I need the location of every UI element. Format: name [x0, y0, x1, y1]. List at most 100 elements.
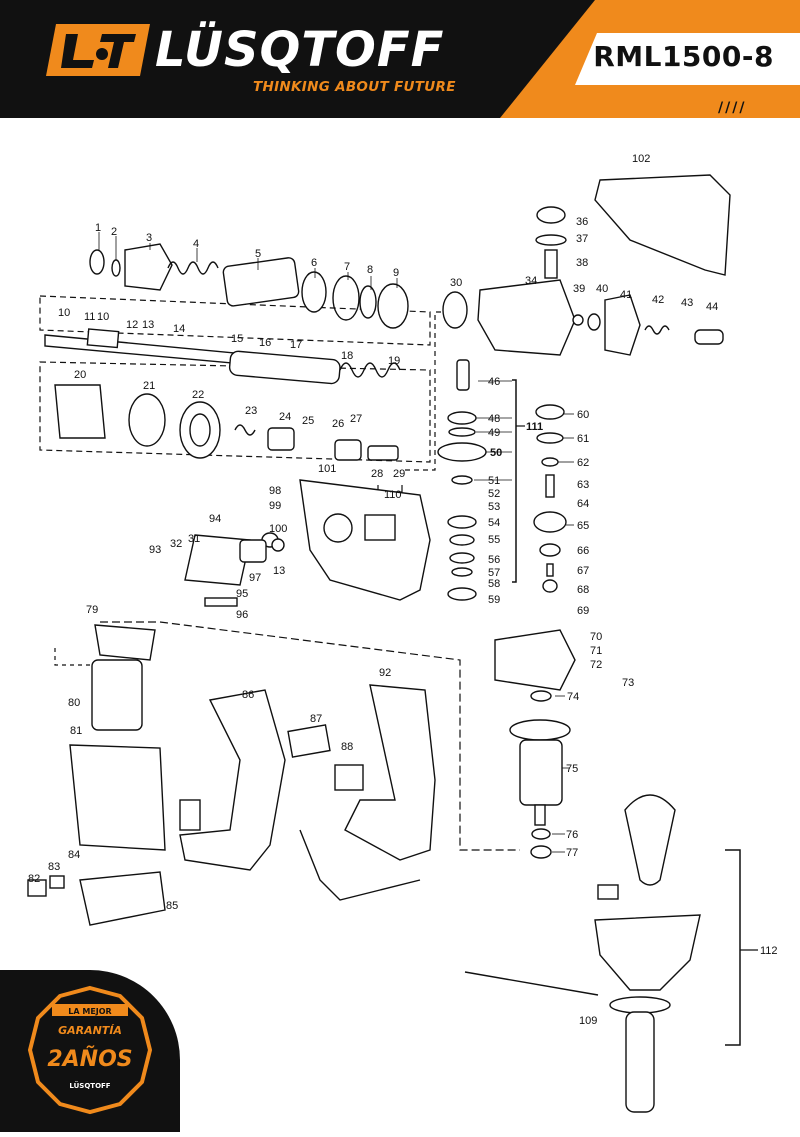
part-label: 43: [681, 297, 693, 309]
part-72-shape: [494, 629, 576, 691]
part-label: 77: [566, 847, 578, 859]
part-label: 88: [341, 741, 353, 753]
part-label: 53: [488, 501, 500, 513]
part-label: 97: [249, 572, 261, 584]
housing-parts: [27, 479, 436, 926]
part-label: 32: [170, 538, 182, 550]
part-label: 46: [488, 376, 500, 388]
part-label: 112: [760, 945, 778, 957]
part-86-shape: [179, 689, 286, 871]
part-label: 48: [488, 413, 500, 425]
part-label: 4: [193, 238, 199, 250]
part-label: 80: [68, 697, 80, 709]
spindle-parts: [44, 243, 409, 461]
model-box: [575, 33, 800, 85]
part-label: 24: [279, 411, 291, 423]
part-label: 55: [488, 534, 500, 546]
part-label: 5: [255, 248, 261, 260]
model-number: RML1500-8: [593, 40, 774, 73]
part-label: 26: [332, 418, 344, 430]
warranty-badge-panel: LA MEJOR GARANTÍA 2AÑOS LÜSQTOFF: [0, 970, 180, 1132]
part-label: 50: [490, 447, 502, 459]
part-label: 62: [577, 457, 589, 469]
part-label: 79: [86, 604, 98, 616]
part-20-shape: [54, 384, 106, 439]
part-label: 6: [311, 257, 317, 269]
part-label: 51: [488, 475, 500, 487]
part-label: 99: [269, 500, 281, 512]
part-112-shape: [594, 914, 701, 991]
part-label: 27: [350, 413, 362, 425]
header-stripes: ////: [718, 100, 747, 116]
part-label: 92: [379, 667, 391, 679]
part-label: 60: [577, 409, 589, 421]
part-label: 31: [188, 533, 200, 545]
part-label: 54: [488, 517, 500, 529]
part-label: 102: [632, 153, 650, 165]
part-label: 12: [126, 319, 138, 331]
part-label: 25: [302, 415, 314, 427]
brand-tagline: THINKING ABOUT FUTURE: [253, 79, 456, 95]
part-label: 57: [488, 567, 500, 579]
gearbox-parts: [437, 174, 731, 859]
part-label: 39: [573, 283, 585, 295]
part-label: 70: [590, 631, 602, 643]
part-label: 38: [576, 257, 588, 269]
part-label: 11: [84, 311, 95, 323]
part-labels: 1 2 3 4 5 6 7 8 9 10 11 10 12 13 14 15 1…: [28, 153, 778, 1027]
part-label: 63: [577, 479, 589, 491]
part-label: 22: [192, 389, 204, 401]
part-label: 19: [388, 355, 400, 367]
part-label: 13: [273, 565, 285, 577]
part-5-shape: [222, 257, 300, 307]
part-label: 74: [567, 691, 579, 703]
part-label: 29: [393, 468, 405, 480]
part-label: 65: [577, 520, 589, 532]
part-label: 3: [146, 232, 152, 244]
part-label: 94: [209, 513, 221, 525]
part-label: 96: [236, 609, 248, 621]
part-label: 87: [310, 713, 322, 725]
brand-logo-icon: [46, 24, 150, 76]
part-label: 14: [173, 323, 185, 335]
part-label: 7: [344, 261, 350, 273]
part-label: 75: [566, 763, 578, 775]
part-label: 95: [236, 588, 248, 600]
part-label: 1: [95, 222, 101, 234]
part-label: 10: [97, 311, 109, 323]
part-94-shape: [184, 534, 251, 586]
part-label: 13: [142, 319, 154, 331]
part-label: 98: [269, 485, 281, 497]
part-label: 109: [579, 1015, 597, 1027]
part-label: 56: [488, 554, 500, 566]
part-label: 16: [259, 337, 271, 349]
part-label: 100: [269, 523, 287, 535]
part-label: 17: [290, 339, 302, 351]
part-label: 52: [488, 488, 500, 500]
badge-line2: GARANTÍA: [58, 1024, 122, 1037]
part-label: 68: [577, 584, 589, 596]
part-label: 111: [526, 421, 543, 433]
part-label: 8: [367, 264, 373, 276]
part-label: 85: [166, 900, 178, 912]
part-label: 9: [393, 267, 399, 279]
part-label: 34: [525, 275, 537, 287]
part-34-shape: [477, 279, 576, 356]
part-label: 15: [231, 333, 243, 345]
part-label: 81: [70, 725, 82, 737]
badge-line1: LA MEJOR: [68, 1007, 111, 1016]
part-85-shape: [79, 871, 166, 926]
badge-line4: LÜSQTOFF: [69, 1081, 110, 1090]
part-label: 20: [74, 369, 86, 381]
part-label: 64: [577, 498, 589, 510]
part-label: 18: [341, 350, 353, 362]
part-102-shape: [594, 174, 731, 276]
part-label: 30: [450, 277, 462, 289]
part-label: 21: [143, 380, 155, 392]
part-label: 86: [242, 689, 254, 701]
part-label: 61: [577, 433, 589, 445]
part-label: 69: [577, 605, 589, 617]
part-label: 37: [576, 233, 588, 245]
part-label: 10: [58, 307, 70, 319]
